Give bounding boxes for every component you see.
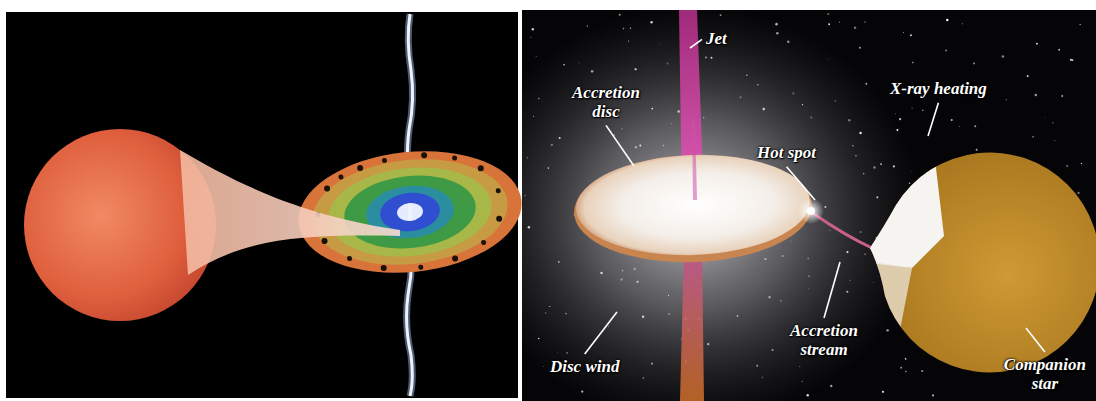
- disc-ring: [292, 141, 527, 284]
- star: [830, 385, 832, 387]
- disc-clumps: [310, 145, 508, 280]
- star: [882, 391, 884, 393]
- accretion-stream: [814, 214, 872, 248]
- star: [1078, 192, 1080, 194]
- disc-core: [378, 190, 442, 234]
- part-label: Jet: [706, 30, 727, 49]
- star: [1081, 163, 1082, 164]
- star: [1061, 95, 1063, 97]
- star: [1002, 55, 1004, 57]
- star: [530, 36, 532, 38]
- part-label: Accretion stream: [790, 322, 858, 359]
- disc-core: [396, 202, 424, 223]
- leader-line: [928, 103, 938, 136]
- star: [932, 394, 934, 396]
- jet: [680, 250, 704, 401]
- part-label: Hot spot: [757, 144, 816, 163]
- panel-background: [6, 12, 518, 398]
- part-label: Companion star: [1004, 356, 1086, 393]
- star: [1054, 140, 1056, 142]
- star: [828, 23, 830, 25]
- star: [1044, 116, 1046, 118]
- star: [921, 370, 923, 372]
- jet-base: [692, 120, 697, 200]
- star: [1006, 99, 1007, 100]
- star: [945, 50, 947, 52]
- star: [854, 26, 856, 28]
- disc-ring: [307, 150, 513, 274]
- x-ray-heated-face: [860, 140, 944, 268]
- star: [1079, 24, 1081, 26]
- leader-line: [690, 39, 702, 48]
- star: [859, 47, 861, 49]
- star: [976, 149, 978, 151]
- star: [905, 358, 906, 359]
- x-ray-heated-face: [872, 262, 912, 330]
- star: [1066, 165, 1068, 167]
- star: [910, 34, 912, 36]
- star: [973, 63, 975, 65]
- accretion-stream: [180, 150, 400, 275]
- leader-line: [585, 312, 617, 354]
- star: [951, 119, 953, 121]
- disc-wind: [522, 10, 923, 401]
- star: [1036, 43, 1038, 45]
- hot-spot: [807, 207, 815, 215]
- star: [905, 371, 907, 373]
- star: [1032, 136, 1034, 138]
- star: [886, 329, 888, 331]
- hot-spot-glow: [798, 198, 824, 224]
- star: [899, 118, 901, 120]
- star: [1058, 49, 1060, 51]
- leader-line: [787, 167, 815, 200]
- part-label: Accretion disc: [572, 84, 640, 121]
- disc-ring: [324, 160, 496, 265]
- star: [912, 62, 914, 64]
- star: [962, 23, 963, 24]
- star: [903, 32, 904, 33]
- star: [974, 125, 976, 127]
- star: [619, 14, 621, 16]
- star: [1027, 75, 1029, 77]
- star: [587, 25, 588, 26]
- leader-line: [606, 125, 634, 166]
- leader-lines: [585, 39, 1045, 354]
- part-label: Disc wind: [550, 358, 619, 377]
- star: [532, 28, 534, 30]
- star: [900, 367, 902, 369]
- jet-base: [408, 205, 412, 220]
- star: [1035, 94, 1038, 97]
- leader-line: [824, 262, 840, 318]
- star: [905, 359, 906, 360]
- disc-ring: [341, 169, 480, 254]
- star: [1052, 122, 1053, 123]
- star: [864, 21, 865, 22]
- star: [946, 19, 948, 21]
- star: [839, 21, 840, 22]
- part-label: X-ray heating: [890, 80, 987, 99]
- star: [827, 13, 829, 15]
- star: [911, 107, 913, 109]
- star: [536, 56, 537, 57]
- star: [895, 113, 896, 114]
- star: [1070, 59, 1072, 61]
- star: [922, 110, 923, 111]
- accretion-disc: [292, 141, 527, 284]
- leader-line: [1026, 328, 1045, 352]
- star: [959, 126, 960, 127]
